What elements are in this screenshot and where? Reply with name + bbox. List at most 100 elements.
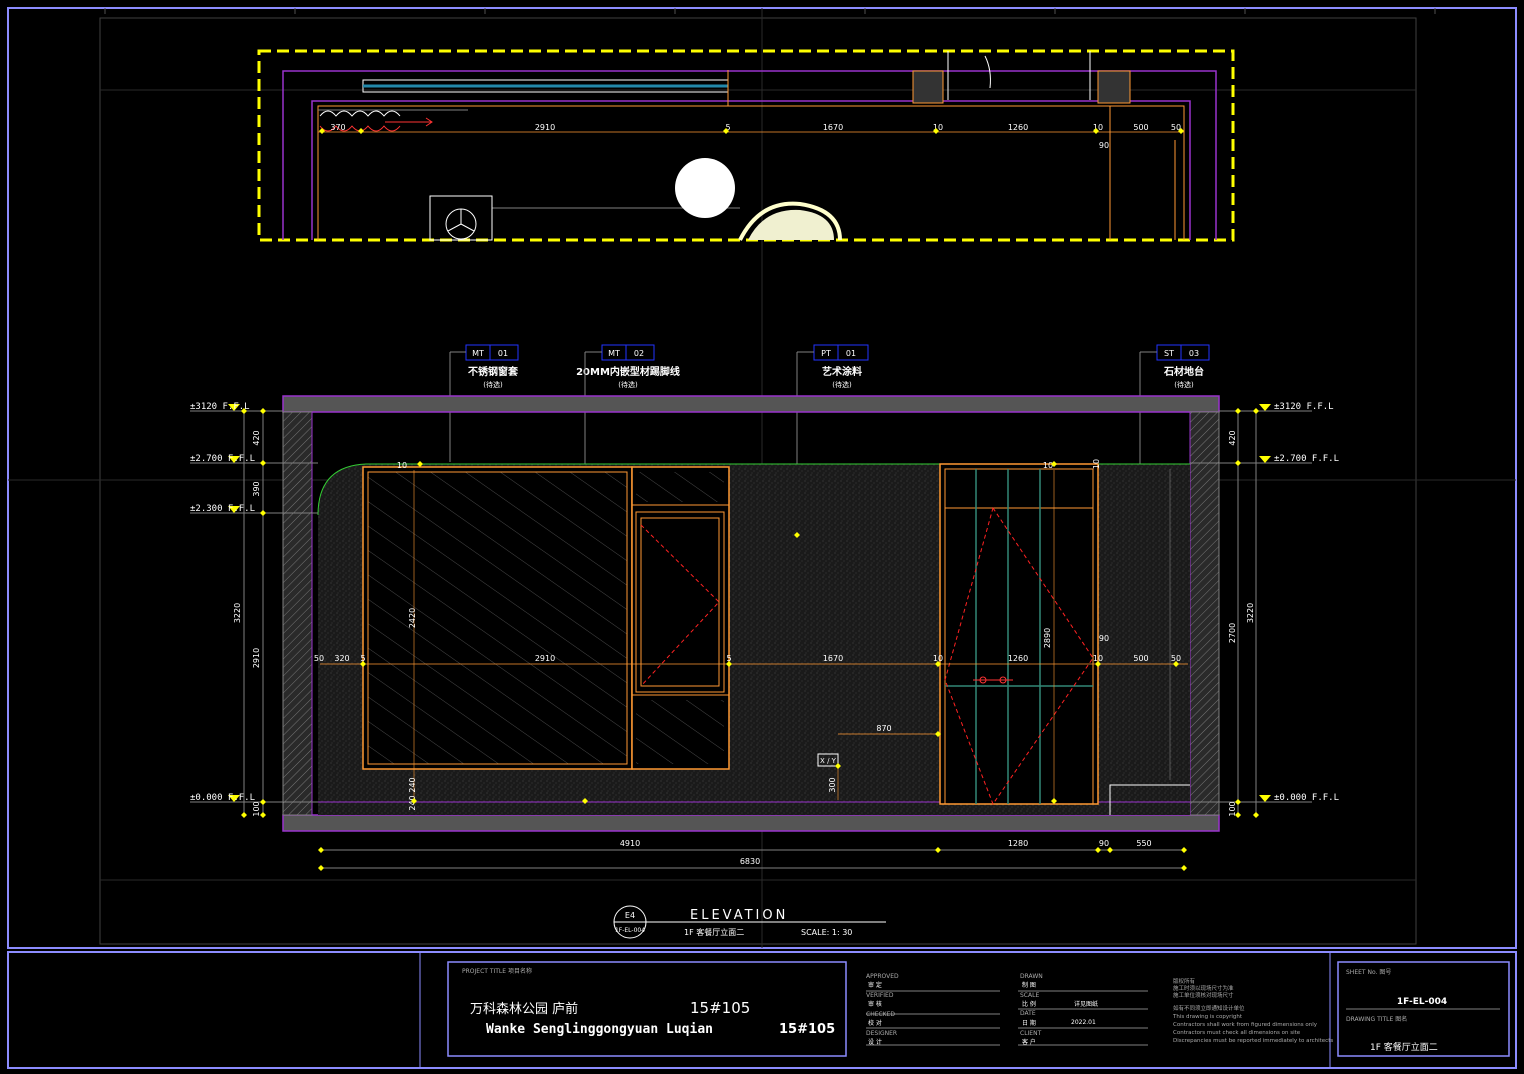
vertical-dim: 2910 [252,648,261,668]
vertical-dim: 3220 [233,603,242,623]
bottom-dim: 1280 [1008,839,1028,848]
elevation-subtitle: 1F 客餐厅立面二 [684,927,744,937]
h-dim: 5 [360,654,365,663]
h-dim: 50 [314,654,324,663]
plan-dim: 500 [1133,123,1148,132]
svg-text:版权所有: 版权所有 [1173,977,1196,985]
h-dim: 320 [334,654,349,663]
inner-dim: 300 [828,777,837,792]
level-label: ±0.000 F.F.L [1274,793,1339,803]
notes: 版权所有 施工时须以现场尺寸为准 施工单位须核对现场尺寸 如有不同须立即通知设计… [1172,977,1333,1044]
svg-text:不锈钢窗套: 不锈钢窗套 [468,365,519,378]
svg-text:2022.01: 2022.01 [1071,1019,1096,1026]
vertical-dim: 100 [1228,801,1237,816]
level-label: ±2.300 F.F.L [190,504,255,514]
svg-text:如有不同须立即通知设计单位: 如有不同须立即通知设计单位 [1173,1004,1245,1012]
project-code-cn: 15#105 [690,999,750,1017]
bottom-dim: 4910 [620,839,640,848]
project-name-en: Wanke Senglinggongyuan Luqian [486,1022,713,1037]
svg-text:校 对: 校 对 [868,1019,882,1027]
inner-dim: 2890 [1043,628,1052,648]
sheet-label: SHEET No. 图号 [1346,969,1391,976]
h-dim: 2910 [535,654,555,663]
h-dim: 10 [1093,654,1103,663]
svg-text:制 图: 制 图 [1022,981,1036,989]
svg-text:03: 03 [1189,349,1199,358]
plan-dim: 2910 [535,123,555,132]
total-dim: 6830 [740,857,760,866]
drawing-no-top: E4 [625,911,635,920]
inner-dim: 90 [1099,634,1109,643]
switch-label: X / Y [820,757,837,765]
svg-text:设 计: 设 计 [868,1038,882,1046]
project-info: PROJECT TITLE 项目名称 万科森林公园 庐前 15#105 Wank… [462,967,835,1037]
svg-text:DRAWN: DRAWN [1020,973,1043,980]
project-name-cn: 万科森林公园 庐前 [470,1001,578,1017]
plan-dim: 370 [330,123,345,132]
vertical-dim: 2700 [1228,623,1237,643]
level-label: ±3120 F.F.L [1274,402,1334,412]
level-label: ±0.000 F.F.L [190,793,255,803]
svg-text:DESIGNER: DESIGNER [866,1030,897,1037]
svg-text:This drawing is copyright: This drawing is copyright [1172,1014,1243,1020]
floor-plan [257,49,1235,242]
sheet-frame [7,7,1517,1069]
svg-text:01: 01 [498,349,508,358]
svg-text:Discrepancies must be reported: Discrepancies must be reported immediate… [1173,1038,1333,1044]
material-tag-pt01: PT 01 艺术涂料 (待选) [796,344,869,535]
vertical-dim: 240 [408,777,417,792]
svg-text:PT: PT [821,349,831,358]
level-label: ±2.700 F.F.L [190,454,255,464]
svg-text:客 户: 客 户 [1022,1038,1036,1046]
h-dim: 50 [1171,654,1181,663]
elevation-drawing: X / Y [282,395,1220,832]
svg-text:01: 01 [846,349,856,358]
svg-text:(待选): (待选) [483,380,503,389]
material-tags: MT 01 不锈钢窗套 (待选) MT 02 20MM内嵌型材踢脚线 (待选) … [449,344,1210,800]
project-code-en: 15#105 [779,1022,835,1037]
plan-dim: 1260 [1008,123,1028,132]
svg-text:CHECKED: CHECKED [866,1011,895,1018]
left-levels: ±3120 F.F.L ±2.700 F.F.L ±2.300 F.F.L ±0… [190,402,417,818]
material-tag-mt01: MT 01 不锈钢窗套 (待选) [449,344,519,462]
h-dim: 10 [933,654,943,663]
drawing-title: 1F 客餐厅立面二 [1370,1041,1438,1053]
svg-text:详见图纸: 详见图纸 [1074,1000,1098,1008]
vertical-dim: 420 [252,430,261,445]
plan-dim: 10 [933,123,943,132]
sheet-number: 1F-EL-004 [1397,997,1447,1007]
elevation-title: E4 1F-EL-004 ELEVATION 1F 客餐厅立面二 SCALE: … [613,905,886,939]
plan-dim: 50 [1171,123,1181,132]
svg-text:审 定: 审 定 [868,981,882,989]
drawing-title-label: DRAWING TITLE 图名 [1346,1015,1407,1023]
vertical-dim: 3220 [1246,603,1255,623]
inner-dim: 10 [1092,459,1101,469]
plan-dim: 90 [1099,141,1109,150]
svg-text:艺术涂料: 艺术涂料 [822,365,862,378]
svg-text:Contractors must check all dim: Contractors must check all dimensions on… [1173,1030,1301,1036]
svg-text:SCALE: SCALE [1020,992,1039,999]
drawing-no-bottom: 1F-EL-004 [615,927,645,934]
vertical-dim: 420 [1228,430,1237,445]
plan-dim: 5 [725,123,730,132]
title-block [419,952,1510,1068]
svg-text:日 期: 日 期 [1022,1019,1036,1027]
svg-text:MT: MT [608,349,620,358]
elevation-title-text: ELEVATION [690,908,788,923]
level-label: ±2.700 F.F.L [1274,454,1339,464]
svg-text:(待选): (待选) [1174,380,1194,389]
inner-dim: 10 [397,461,407,470]
svg-text:比 例: 比 例 [1022,1000,1036,1008]
bottom-dim: 550 [1136,839,1151,848]
svg-text:02: 02 [634,349,644,358]
h-dim: 500 [1133,654,1148,663]
elevation-horizontal-dims: 50 320 5 2910 5 1670 10 1260 10 500 50 2… [314,459,1181,811]
inner-dim: 240 [408,795,417,810]
sheet-info: SHEET No. 图号 1F-EL-004 DRAWING TITLE 图名 … [1346,969,1447,1053]
svg-text:审 核: 审 核 [868,1000,882,1008]
svg-text:(待选): (待选) [832,380,852,389]
svg-text:20MM内嵌型材踢脚线: 20MM内嵌型材踢脚线 [576,365,680,378]
svg-text:DATE: DATE [1020,1010,1036,1017]
